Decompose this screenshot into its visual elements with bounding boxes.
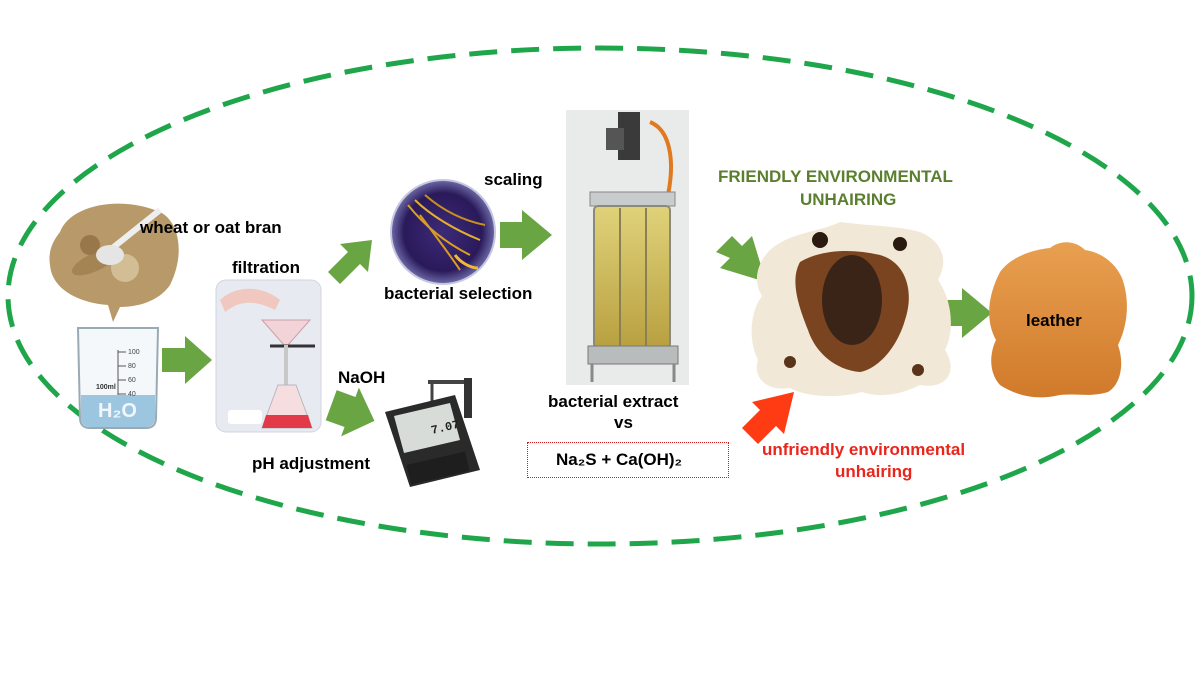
beaker-tick: 40 <box>128 391 136 398</box>
arrow-filtration-to-selection <box>328 240 372 284</box>
chemical-method-box <box>527 442 729 478</box>
filtration-label: filtration <box>232 258 300 277</box>
wheat-bran-label: wheat or oat bran <box>140 218 282 237</box>
bacterial-extract-label: bacterial extract <box>548 392 679 411</box>
bioreactor-photo <box>566 110 689 385</box>
leather-photo <box>989 242 1127 398</box>
vs-label: vs <box>614 413 633 432</box>
water-beaker <box>76 327 160 429</box>
arrow-beaker-to-filtration <box>162 336 212 384</box>
beaker-volume-label: 100ml <box>96 384 116 391</box>
beaker-scale: 100 80 60 40 <box>128 346 140 402</box>
arrow-selection-to-scaling <box>500 210 552 260</box>
ph-adjustment-label: pH adjustment <box>252 454 371 473</box>
arrow-naoh-to-phmeter <box>325 387 375 437</box>
arrow-extract-to-hide <box>716 236 766 282</box>
naoh-label: NaOH <box>338 368 386 387</box>
unfriendly-unhairing-subtitle: unhairing <box>835 462 913 481</box>
bacterial-selection-label: bacterial selection <box>384 284 533 303</box>
beaker-tick: 80 <box>128 363 136 370</box>
unfriendly-unhairing-title: unfriendly environmental <box>762 440 966 459</box>
ph-meter-photo <box>385 378 480 487</box>
water-label: H₂O <box>98 400 137 422</box>
cowhide-photo <box>751 222 951 397</box>
leather-label: leather <box>1026 311 1082 330</box>
petri-dish-photo <box>390 179 496 285</box>
beaker-tick: 60 <box>128 377 136 384</box>
arrow-hide-to-leather <box>938 288 992 338</box>
friendly-unhairing-subtitle: UNHAIRING <box>800 190 897 209</box>
wheat-bran-photo <box>49 203 179 322</box>
scaling-label: scaling <box>484 170 543 189</box>
friendly-unhairing-title: FRIENDLY ENVIRONMENTAL <box>718 167 953 186</box>
chemical-formula-label: Na₂S + Ca(OH)₂ <box>556 450 683 469</box>
ph-reading: 7.07 <box>430 418 461 438</box>
process-boundary <box>5 45 1195 547</box>
arrow-unfriendly-to-hide <box>742 392 794 444</box>
beaker-tick: 100 <box>128 349 140 356</box>
filtration-photo <box>215 279 322 433</box>
